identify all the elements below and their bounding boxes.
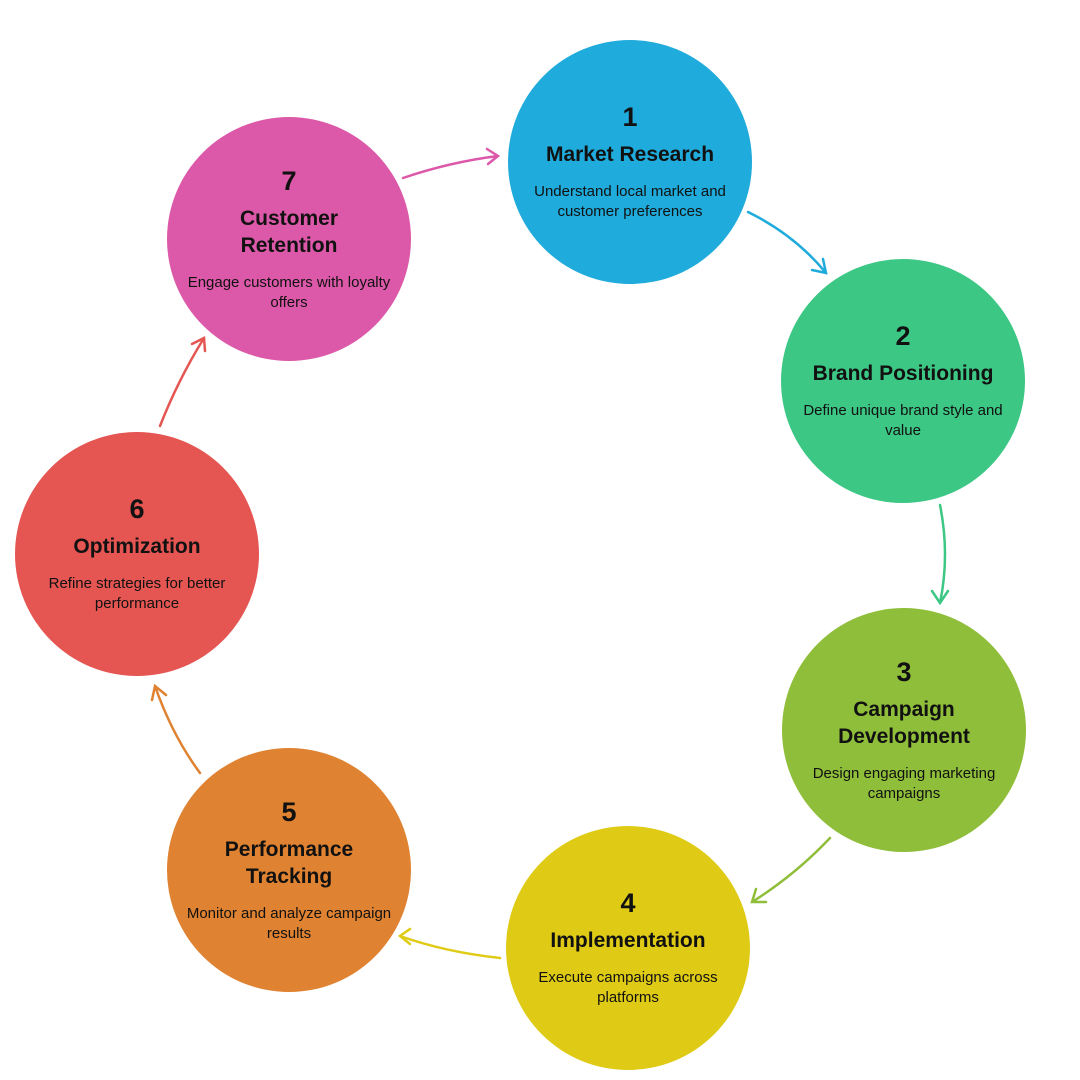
step-1-market-research: 1 Market Research Understand local marke… [508, 40, 752, 284]
arrow-6-to-7 [158, 336, 207, 428]
arrow-4-to-5 [397, 927, 502, 960]
step-description: Refine strategies for better performance [48, 575, 226, 612]
step-title: Campaign Development [838, 697, 970, 748]
arrow-5-to-6 [150, 683, 202, 775]
arrow-7-to-1 [401, 147, 501, 180]
step-title: Customer Retention [239, 206, 339, 257]
arrow-3-to-4 [750, 836, 832, 904]
step-description: Execute campaigns across platforms [538, 969, 718, 1006]
step-number: 6 [129, 494, 145, 524]
step-title: Brand Positioning [812, 362, 994, 385]
step-title: Implementation [550, 929, 706, 952]
step-description: Monitor and analyze campaign results [186, 904, 392, 942]
step-description: Engage customers with loyalty offers [187, 273, 391, 311]
step-description: Understand local market and customer pre… [534, 183, 726, 220]
step-number: 7 [281, 165, 297, 196]
step-7-customer-retention: 7 Customer Retention Engage customers wi… [167, 117, 411, 361]
step-number: 1 [622, 102, 638, 132]
step-description: Define unique brand style and value [803, 402, 1003, 439]
step-number: 5 [281, 796, 297, 827]
step-description: Design engaging marketing campaigns [812, 764, 996, 802]
step-2-brand-positioning: 2 Brand Positioning Define unique brand … [781, 259, 1025, 503]
arrow-2-to-3 [930, 503, 950, 606]
step-number: 3 [896, 656, 912, 687]
step-title: Performance Tracking [224, 837, 354, 888]
step-5-performance-tracking: 5 Performance Tracking Monitor and analy… [167, 748, 411, 992]
step-number: 4 [620, 888, 636, 918]
step-title: Optimization [73, 535, 201, 558]
step-6-optimization: 6 Optimization Refine strategies for bet… [15, 432, 259, 676]
step-4-implementation: 4 Implementation Execute campaigns acros… [506, 826, 750, 1070]
arrow-1-to-2 [746, 210, 828, 275]
step-title: Market Research [545, 143, 715, 166]
step-number: 2 [895, 321, 911, 351]
step-3-campaign-development: 3 Campaign Development Design engaging m… [782, 608, 1026, 852]
